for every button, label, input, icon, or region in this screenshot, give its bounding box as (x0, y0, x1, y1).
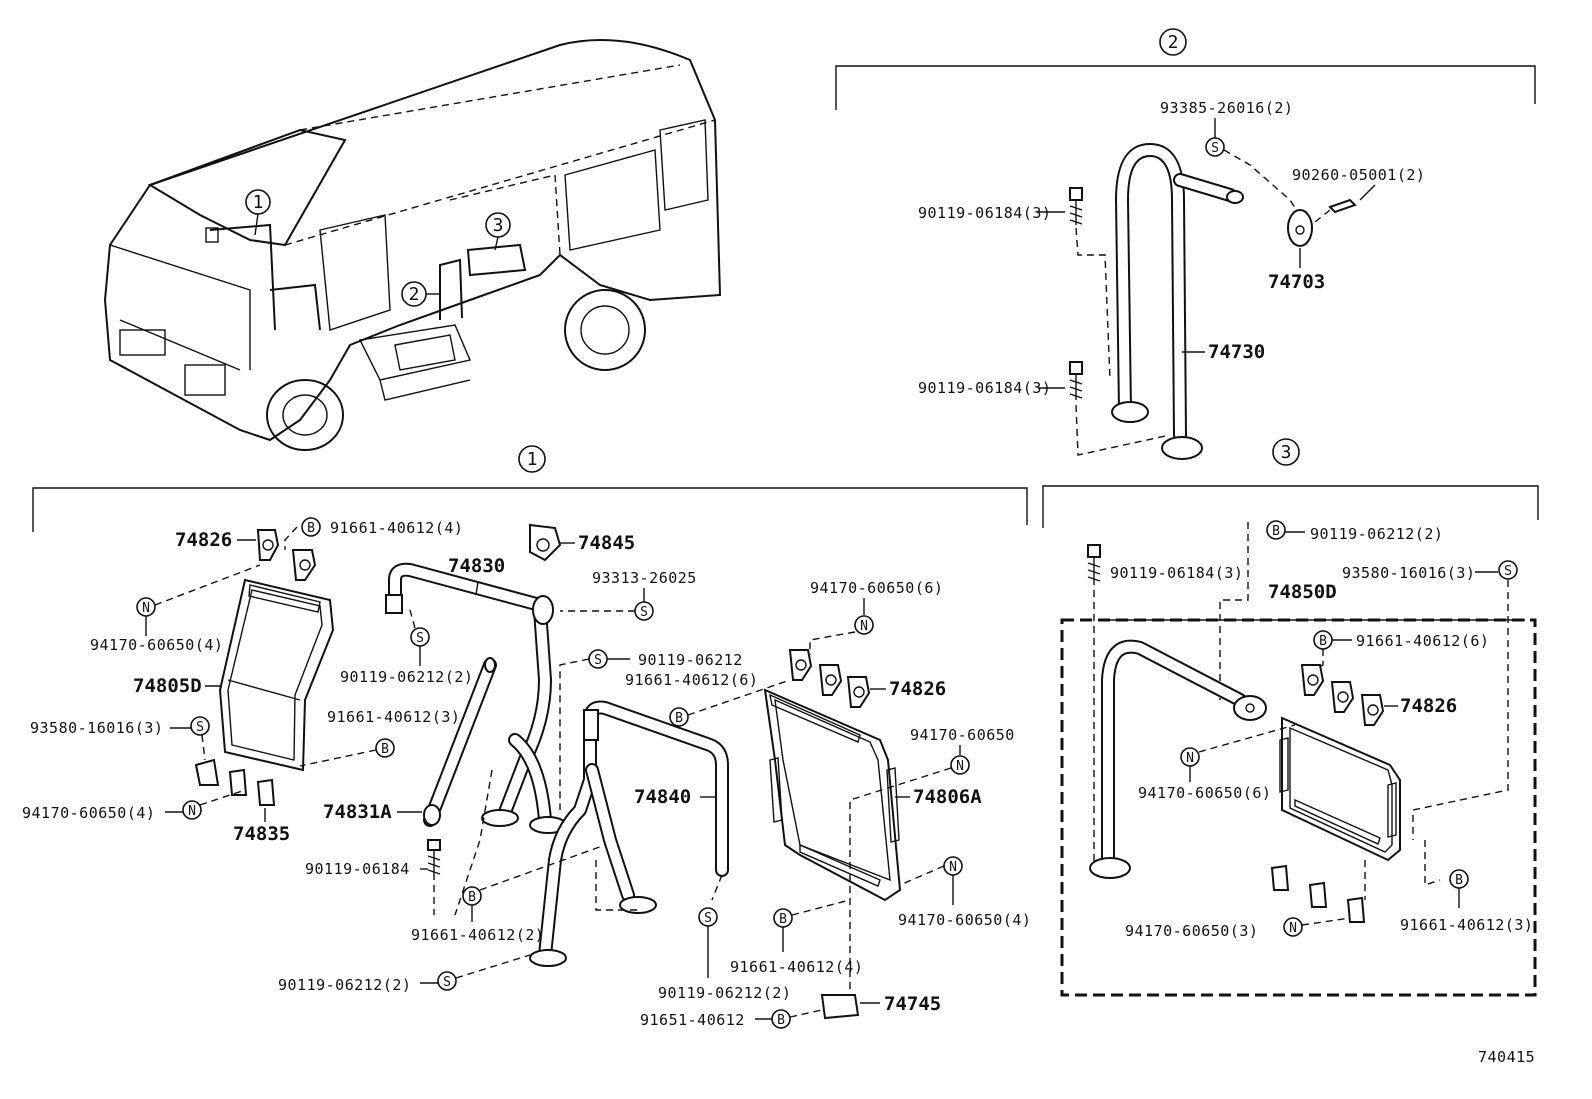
label-90119-06184-3-s3: 90119-06184(3) (1110, 564, 1243, 582)
strap-74831A (423, 657, 497, 827)
n-symbol: N (949, 860, 957, 875)
label-90119-06212-2b: 90119-06212(2) (278, 976, 411, 994)
s-symbol: S (416, 631, 424, 646)
label-93580-16016-3-s3: 93580-16016(3) (1342, 564, 1475, 582)
section-2: 2 93385-26016(2) S 90260-05001(2) 74703 … (835, 28, 1536, 460)
n-symbol: N (1186, 751, 1194, 766)
section-2-marker: 2 (1168, 32, 1179, 53)
s-symbol: S (196, 720, 204, 735)
label-93313-26025: 93313-26025 (592, 569, 697, 587)
panel-74806A (763, 688, 902, 902)
ref-74840: 74840 (634, 786, 691, 808)
ref-74826-s3: 74826 (1400, 695, 1457, 717)
ref-74835: 74835 (233, 823, 290, 845)
s-symbol: S (1211, 141, 1219, 156)
label-94170-60650-3-s3: 94170-60650(3) (1125, 922, 1258, 940)
ref-74850D: 74850D (1268, 581, 1337, 603)
s-symbol: S (704, 911, 712, 926)
b-symbol: B (468, 890, 476, 905)
label-90119-06184-top: 90119-06184(3) (918, 204, 1051, 222)
ref-74830: 74830 (448, 555, 505, 577)
label-90119-06212-2-s3: 90119-06212(2) (1310, 525, 1443, 543)
s-symbol: S (640, 605, 648, 620)
b-symbol: B (1455, 873, 1463, 888)
label-91661-40612-6-s3: 91661-40612(6) (1356, 632, 1489, 650)
n-symbol: N (1289, 921, 1297, 936)
label-90119-06212-2a: 90119-06212(2) (340, 668, 473, 686)
label-91661-40612-6: 91661-40612(6) (625, 671, 758, 689)
ref-74805D: 74805D (133, 675, 202, 697)
b-symbol: B (777, 1013, 785, 1028)
label-90119-06212-2c: 90119-06212(2) (658, 984, 791, 1002)
panel-74805D (218, 578, 335, 772)
label-93580-16016-3: 93580-16016(3) (30, 719, 163, 737)
label-90119-06184-bottom: 90119-06184(3) (918, 379, 1051, 397)
b-symbol: B (675, 711, 683, 726)
overview-marker-3: 3 (493, 215, 504, 236)
b-symbol: B (779, 912, 787, 927)
label-90260-05001: 90260-05001(2) (1292, 166, 1425, 184)
overview-marker-1: 1 (253, 192, 264, 213)
grab-handle-74840 (529, 700, 729, 967)
grab-handle-74850D (1089, 639, 1267, 879)
ref-74730: 74730 (1208, 341, 1265, 363)
label-91661-40612-4b: 91661-40612(4) (730, 958, 863, 976)
label-91651-40612: 91651-40612 (640, 1011, 745, 1029)
section-1: 1 74826 B 91661-40612(4) N 94170-60650(4… (22, 445, 1031, 1029)
grab-rail-74830 (385, 562, 567, 834)
label-90119-06184: 90119-06184 (305, 860, 410, 878)
ref-74826-b: 74826 (889, 678, 946, 700)
section-3-marker: 3 (1281, 442, 1292, 463)
s-symbol: S (1504, 564, 1512, 579)
figure-code: 740415 (1478, 1048, 1535, 1066)
grab-handle-74730 (1111, 143, 1244, 460)
label-93385-26016: 93385-26016(2) (1160, 99, 1293, 117)
section-3: 3 B 90119-06212(2) 90119-06184(3) 93580-… (1042, 438, 1539, 997)
b-symbol: B (1272, 524, 1280, 539)
label-94170-60650: 94170-60650 (910, 726, 1015, 744)
n-symbol: N (188, 804, 196, 819)
label-91661-40612-2: 91661-40612(2) (411, 926, 544, 944)
label-91661-40612-3: 91661-40612(3) (327, 708, 460, 726)
n-symbol: N (142, 601, 150, 616)
bracket-74745 (820, 994, 860, 1020)
b-symbol: B (307, 521, 315, 536)
b-symbol: B (381, 742, 389, 757)
b-symbol: B (1319, 634, 1327, 649)
label-90119-06212: 90119-06212 (638, 651, 743, 669)
section-1-marker: 1 (527, 449, 538, 470)
ref-74845: 74845 (578, 532, 635, 554)
overview-marker-2: 2 (409, 284, 420, 305)
label-91661-40612-3-s3: 91661-40612(3) (1400, 916, 1533, 934)
label-94170-60650-4b: 94170-60650(4) (22, 804, 155, 822)
label-94170-60650-4c: 94170-60650(4) (898, 911, 1031, 929)
assembly-74850D-box (1060, 618, 1537, 997)
ref-74831A: 74831A (323, 801, 392, 823)
ref-74806A: 74806A (913, 786, 982, 808)
van-overview-illustration: 1 2 3 (103, 39, 722, 451)
label-94170-60650-4a: 94170-60650(4) (90, 636, 223, 654)
clip-pin (1328, 198, 1357, 214)
panel-74850D (1279, 716, 1401, 862)
n-symbol: N (860, 619, 868, 634)
ref-74745: 74745 (884, 993, 941, 1015)
label-94170-60650-6: 94170-60650(6) (810, 579, 943, 597)
ref-74703: 74703 (1268, 271, 1325, 293)
s-symbol: S (443, 975, 451, 990)
s-symbol: S (594, 653, 602, 668)
bracket-74703 (1287, 209, 1313, 247)
ref-74826-a: 74826 (175, 529, 232, 551)
n-symbol: N (956, 759, 964, 774)
label-94170-60650-6-s3: 94170-60650(6) (1138, 784, 1271, 802)
label-91661-40612-4a: 91661-40612(4) (330, 519, 463, 537)
